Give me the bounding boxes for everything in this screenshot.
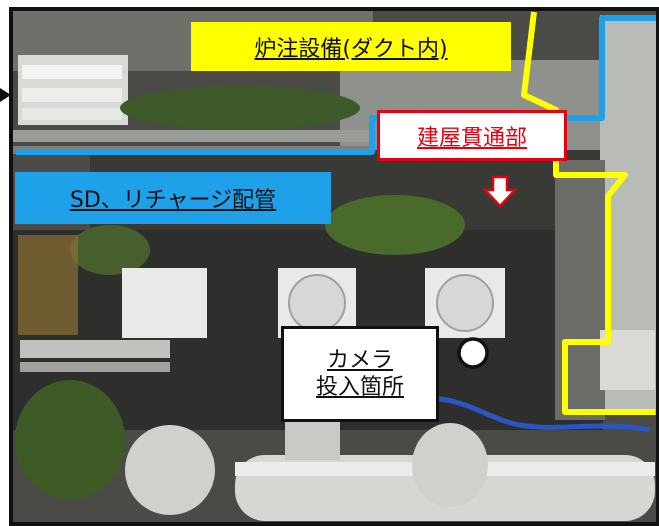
sd-recharge-piping-label: SD、リチャージ配管 — [15, 172, 331, 224]
down-arrow-icon — [482, 175, 518, 208]
camera-insertion-label-line2: 投入箇所 — [315, 375, 404, 400]
yellow-route-line — [521, 11, 655, 415]
right-arrow-icon — [0, 88, 11, 102]
tank-1 — [122, 268, 207, 338]
circle-marker-icon — [457, 337, 489, 369]
camera-insertion-label-line1: カメラ — [326, 347, 393, 373]
building-penetration-label: 建屋貫通部 — [377, 110, 567, 161]
furnace-equipment-label: 炉注設備(ダクト内) — [191, 22, 511, 71]
camera-insertion-label: カメラ 投入箇所 — [281, 326, 439, 422]
